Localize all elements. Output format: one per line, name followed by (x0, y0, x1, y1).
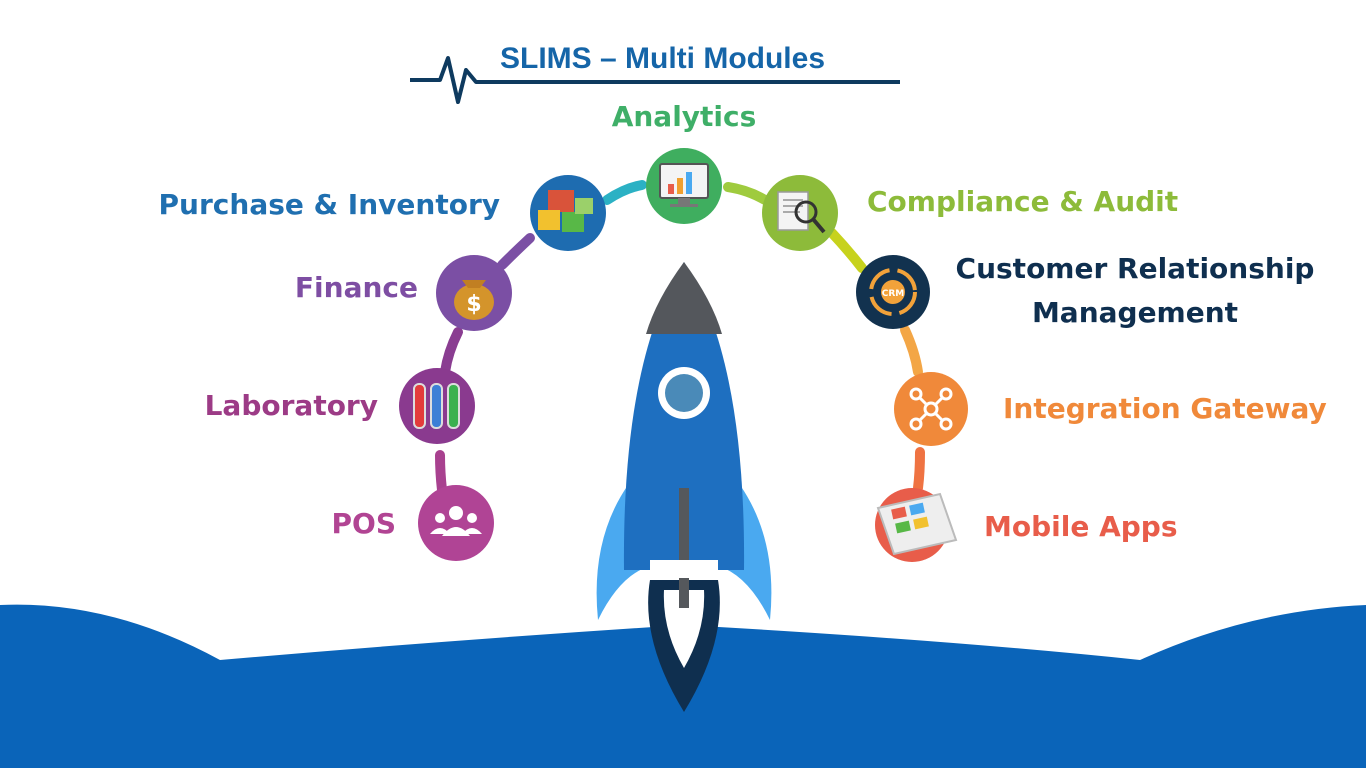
module-arc (435, 180, 925, 495)
crm-cycle-icon: CRM (869, 268, 917, 316)
crm-label-line-1: Customer Relationship (955, 252, 1315, 285)
module-label-pos: POS (331, 507, 397, 540)
people-icon (430, 506, 482, 536)
mobile-apps-node (875, 488, 958, 562)
heartbeat-underline (410, 56, 900, 104)
module-label-compliance: Compliance & Audit (867, 185, 1179, 218)
purchase-inventory-node (530, 175, 606, 251)
crm-label-line-2: Management (1031, 296, 1239, 329)
boxes-icon (538, 190, 593, 232)
module-label-integration: Integration Gateway (1003, 392, 1327, 425)
module-label-purchase: Purchase & Inventory (158, 188, 500, 221)
test-tubes-icon (413, 383, 460, 429)
pos-node (418, 485, 494, 561)
network-nodes-icon (909, 387, 953, 431)
svg-text:$: $ (466, 292, 481, 317)
chart-monitor-icon (659, 163, 709, 207)
module-label-finance: Finance (294, 271, 418, 304)
page-title: SLIMS – Multi Modules (500, 42, 826, 75)
svg-text:CRM: CRM (882, 289, 905, 299)
money-bag-icon: $ (454, 280, 494, 320)
finance-node: $ (436, 255, 512, 331)
laboratory-node (399, 368, 475, 444)
module-label-laboratory: Laboratory (204, 389, 378, 422)
module-label-crm: Customer Relationship Management (955, 247, 1315, 335)
rocket-illustration (596, 262, 772, 712)
crm-node: CRM (856, 255, 930, 329)
module-label-mobile: Mobile Apps (984, 510, 1178, 543)
compliance-audit-node (762, 175, 838, 251)
integration-gateway-node (894, 372, 968, 446)
document-search-icon (777, 191, 826, 234)
analytics-node (646, 148, 722, 224)
tablet-app-icon (876, 492, 958, 556)
module-label-analytics: Analytics (611, 100, 757, 133)
